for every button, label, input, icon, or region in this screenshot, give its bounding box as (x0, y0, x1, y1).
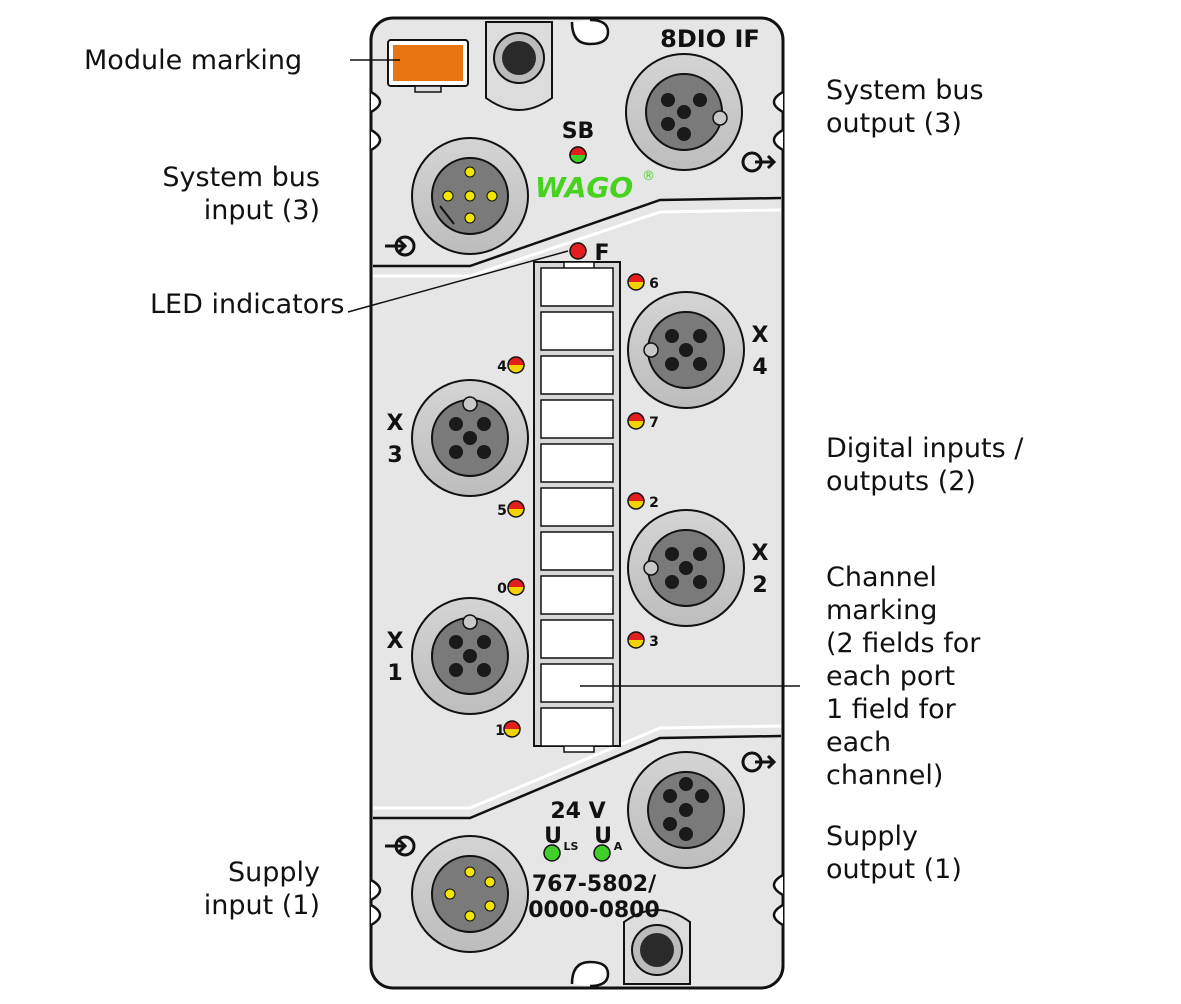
channel-led-2-label: 2 (649, 495, 659, 511)
port-x4-connector (627, 291, 745, 409)
top-screw (485, 21, 553, 111)
channel-led-4 (507, 356, 525, 374)
system-bus-input-connector (411, 137, 529, 255)
system-bus-output-connector (625, 53, 743, 171)
channel-led-4-label: 4 (497, 359, 507, 375)
callout-module-marking: Module marking (84, 45, 303, 76)
port-x3-connector (411, 379, 529, 497)
channel-led-1-label: 1 (495, 723, 505, 739)
supply-output-connector (627, 751, 745, 869)
port-x4-letter: X (752, 323, 769, 348)
port-x2-number: 2 (752, 573, 767, 598)
channel-led-7-label: 7 (649, 415, 659, 431)
marking-field (540, 575, 614, 615)
marking-field (540, 267, 614, 307)
callout-digital-io: Digital inputs / outputs (2) (826, 433, 1024, 497)
port-x1-number: 1 (387, 661, 402, 686)
port-x2-connector (627, 509, 745, 627)
marking-field (540, 531, 614, 571)
supply-out-arrow-icon (741, 751, 777, 773)
uls-label: U (544, 824, 562, 849)
bus-out-arrow-icon (741, 151, 777, 173)
marking-field (540, 707, 614, 747)
channel-led-7 (627, 412, 645, 430)
marking-field (540, 619, 614, 659)
wago-logo-text: WAGO (535, 171, 633, 204)
ua-led (593, 844, 611, 862)
channel-led-5-label: 5 (497, 503, 507, 519)
bus-in-arrow-icon (385, 235, 416, 257)
marking-field (540, 311, 614, 351)
callout-system-bus-input: System bus input (3) (162, 162, 320, 226)
port-x2-letter: X (752, 541, 769, 566)
channel-led-2 (627, 492, 645, 510)
callout-led-indicators: LED indicators (150, 289, 345, 320)
port-x4-number: 4 (752, 355, 767, 380)
part-number-line2: 0000-0800 (528, 898, 660, 923)
supply-in-arrow-icon (385, 835, 416, 857)
channel-led-1 (503, 720, 521, 738)
port-x3-letter: X (387, 411, 404, 436)
ua-subscript: A (614, 840, 623, 853)
callout-channel-marking: Channel marking (2 fields for each port … (826, 562, 981, 791)
leader-lines (347, 59, 800, 687)
marking-field (540, 355, 614, 395)
sb-label: SB (562, 119, 595, 144)
leader-led-indicators (347, 250, 569, 313)
sb-led (569, 146, 587, 164)
channel-led-0 (507, 578, 525, 596)
supply-input-connector (411, 835, 529, 953)
channel-led-3 (627, 631, 645, 649)
module-name: 8DIO IF (660, 25, 760, 53)
port-x3-number: 3 (387, 443, 402, 468)
callout-supply-input: Supply input (1) (203, 857, 320, 921)
uls-led (543, 844, 561, 862)
port-x1-letter: X (387, 629, 404, 654)
part-number-line1: 767-5802/ (532, 872, 657, 897)
marking-field (540, 663, 614, 703)
fault-led (569, 242, 587, 260)
wago-trademark: ® (642, 169, 655, 184)
channel-led-0-label: 0 (497, 581, 507, 597)
channel-led-6-label: 6 (649, 276, 659, 292)
channel-marking-strip (533, 261, 621, 753)
callout-supply-output: Supply output (1) (826, 821, 962, 885)
wago-logo: WAGO ® (535, 169, 655, 204)
channel-led-6 (627, 273, 645, 291)
voltage-label: 24 V (550, 799, 605, 824)
bottom-screw (623, 909, 691, 985)
callout-system-bus-output: System bus output (3) (826, 75, 984, 139)
fault-label: F (594, 241, 609, 266)
ua-label: U (594, 824, 612, 849)
marking-field (540, 399, 614, 439)
marking-field (540, 443, 614, 483)
module-marking-tab (387, 39, 469, 93)
marking-field (540, 487, 614, 527)
port-x1-connector (411, 597, 529, 715)
uls-subscript: LS (564, 840, 579, 853)
channel-led-3-label: 3 (649, 634, 659, 650)
channel-led-5 (507, 500, 525, 518)
